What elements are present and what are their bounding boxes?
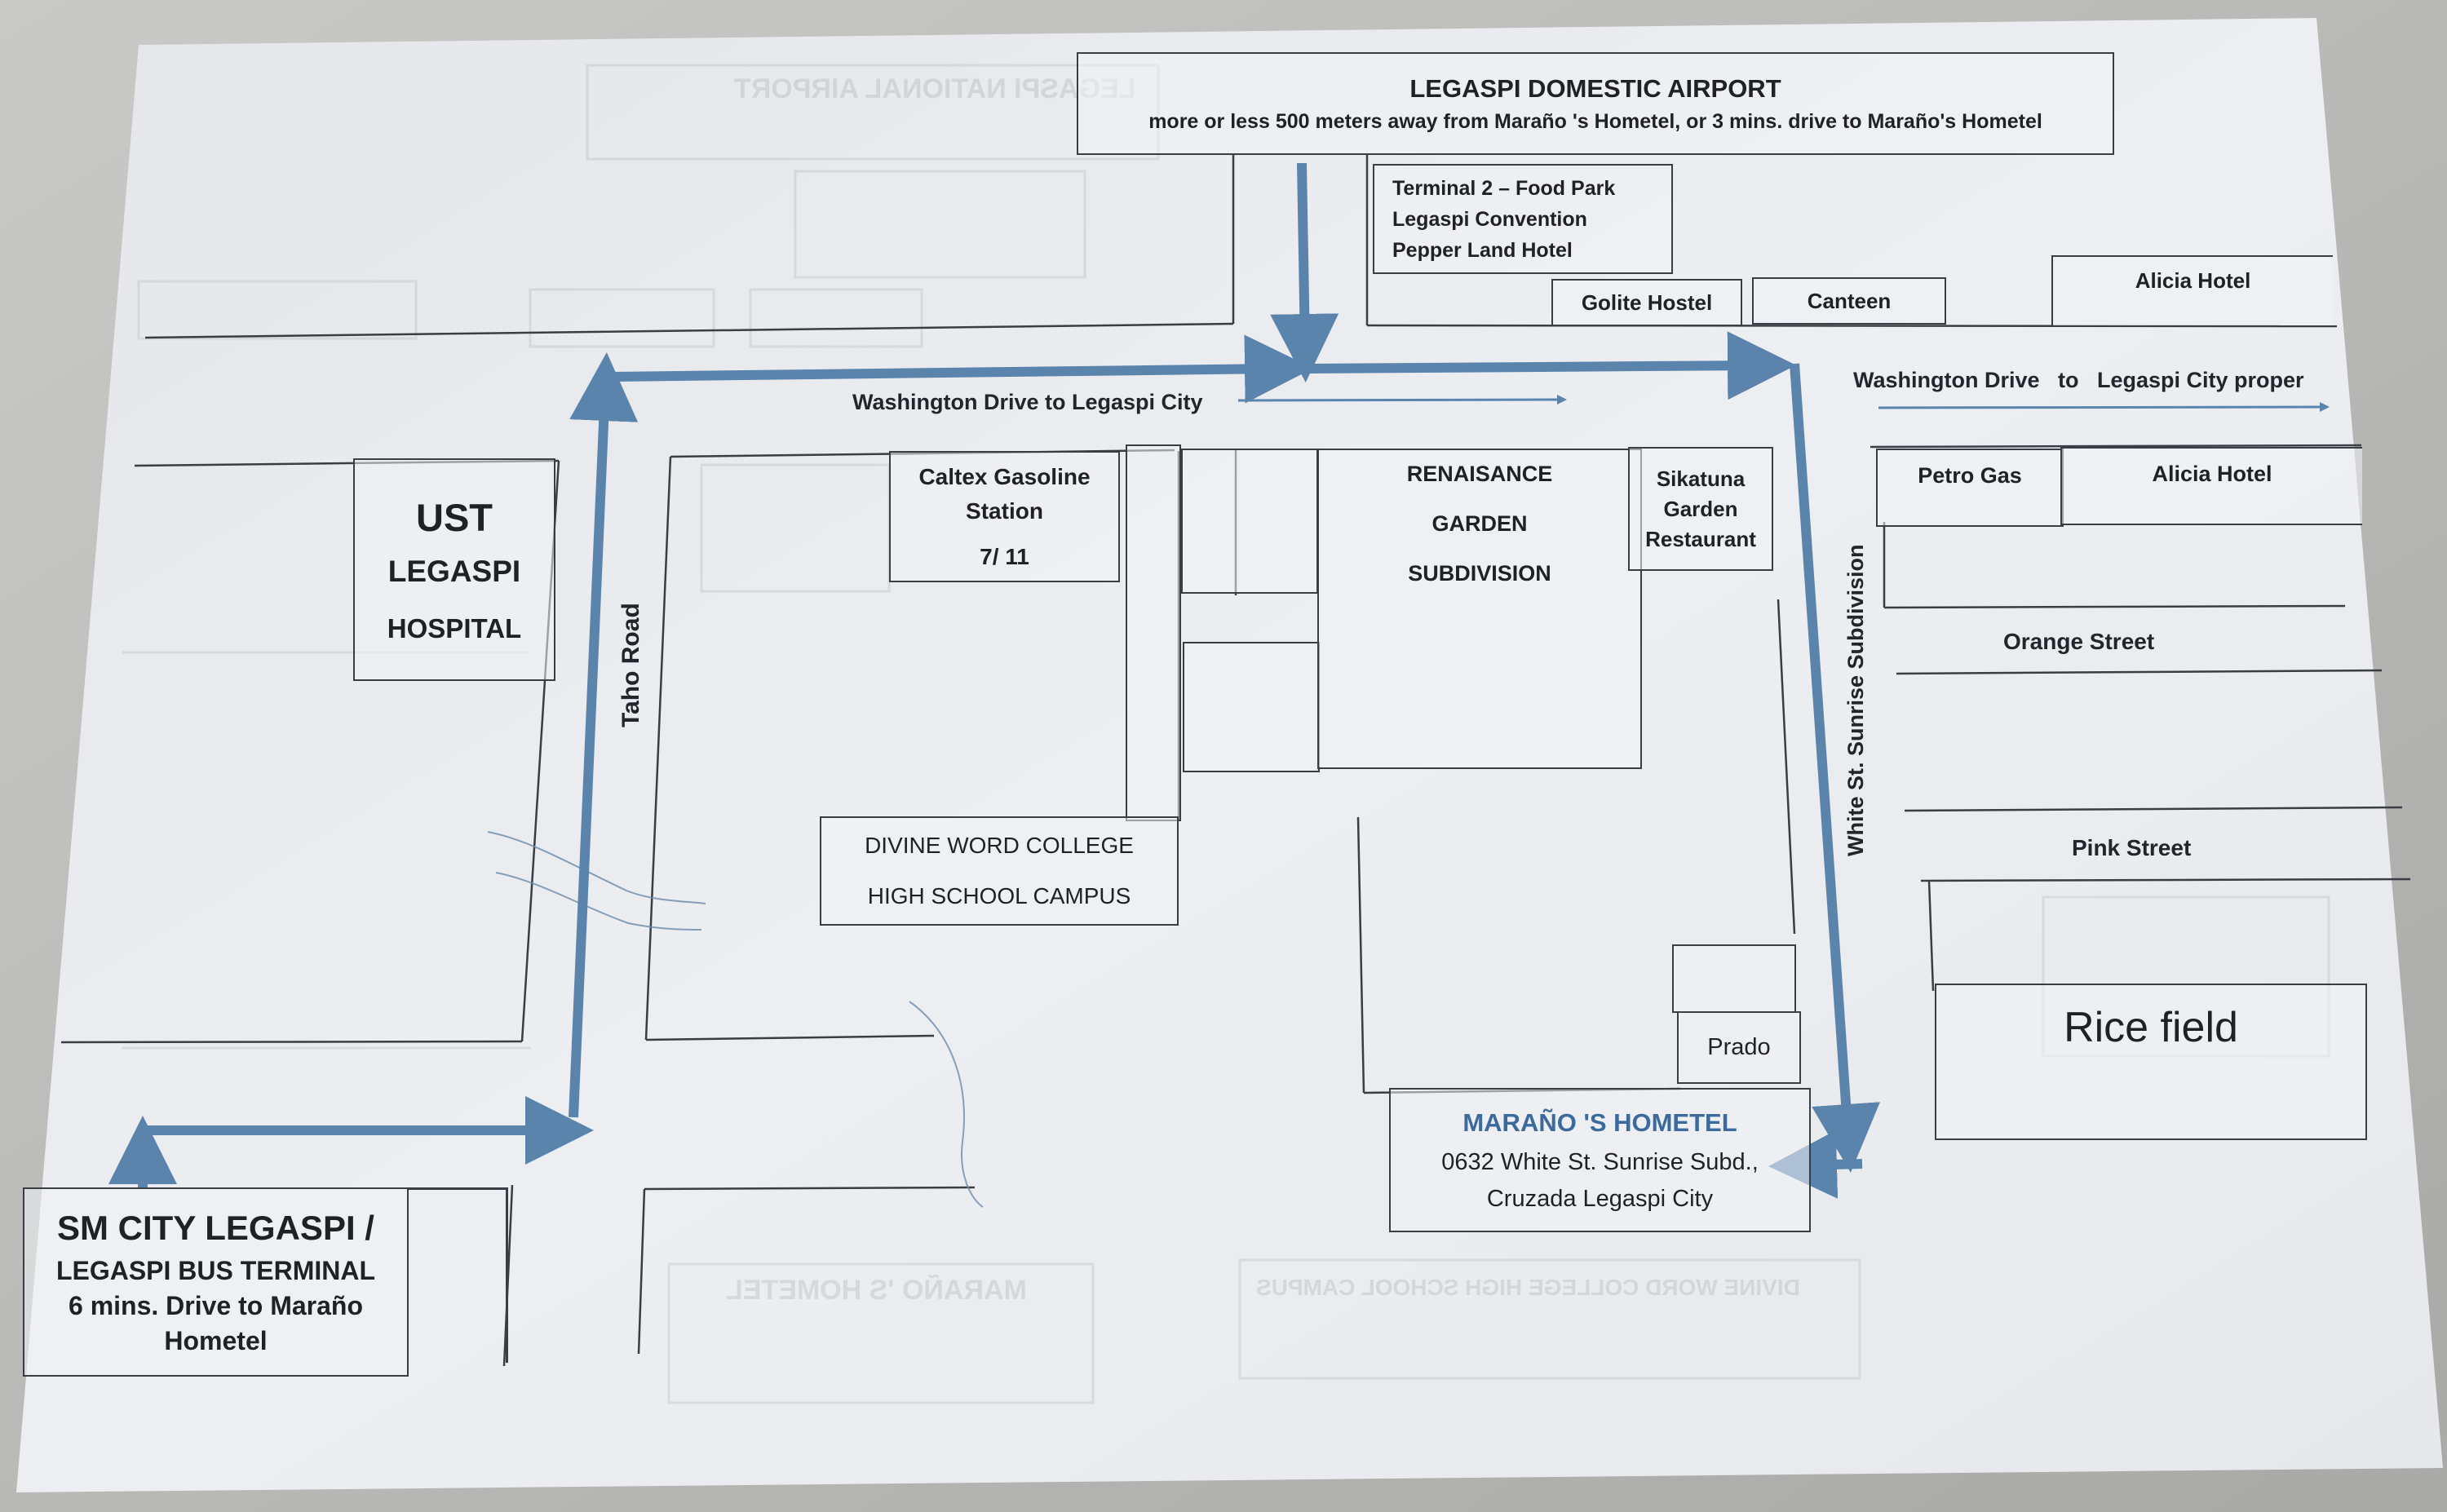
ghost-hometel-text: MARAÑO 'S HOMETEL [726, 1275, 1027, 1306]
hometel-address-1: 0632 White St. Sunrise Subd., [1441, 1148, 1759, 1175]
renaisance-garden-box: RENAISANCE GARDEN SUBDIVISION [1317, 449, 1642, 769]
alicia-hotel-right-box: Alicia Hotel [2060, 447, 2362, 525]
renaisance-line-3: SUBDIVISION [1408, 561, 1551, 586]
divine-line-2: HIGH SCHOOL CAMPUS [867, 883, 1131, 909]
sm-line-2: LEGASPI BUS TERMINAL [55, 1255, 376, 1285]
hometel-title: MARAÑO 'S HOMETEL [1462, 1107, 1737, 1137]
alicia-hotel-top-label: Alicia Hotel [2135, 268, 2251, 293]
golite-hostel-box: Golite Hostel [1551, 279, 1742, 326]
prado-upper-box [1672, 944, 1796, 1013]
sm-line-4: Hometel [164, 1325, 268, 1355]
airport-title: LEGASPI DOMESTIC AIRPORT [1409, 73, 1781, 103]
terminal-line-1: Terminal 2 – Food Park [1392, 176, 1616, 200]
petro-gas-label: Petro Gas [1918, 463, 2022, 488]
hometel-address-2: Cruzada Legaspi City [1486, 1185, 1714, 1212]
sm-line-3: 6 mins. Drive to Maraño [69, 1290, 363, 1320]
divine-line-1: DIVINE WORD COLLEGE [865, 833, 1134, 858]
block-lower [1183, 642, 1320, 772]
sikatuna-line-3: Restaurant [1645, 526, 1756, 551]
sikatuna-restaurant-box: Sikatuna Garden Restaurant [1628, 447, 1773, 571]
terminal-line-3: Pepper Land Hotel [1392, 238, 1573, 262]
sm-city-top-line [408, 1187, 507, 1190]
washington-drive-right-label: Washington Drive to Legaspi City proper [1853, 368, 2304, 392]
prado-box: Prado [1677, 1011, 1801, 1084]
golite-hostel-label: Golite Hostel [1581, 290, 1713, 315]
rice-field-box: Rice field [1935, 984, 2367, 1140]
renaisance-line-1: RENAISANCE [1406, 462, 1553, 486]
divine-word-college-box: DIVINE WORD COLLEGE HIGH SCHOOL CAMPUS [820, 816, 1179, 926]
canteen-box: Canteen [1752, 277, 1946, 325]
caltex-line-2: Station [966, 497, 1043, 524]
washington-drive-left-label: Washington Drive to Legaspi City [852, 390, 1203, 414]
caltex-station-box: Caltex Gasoline Station 7/ 11 [889, 451, 1120, 582]
ust-line-2: LEGASPI [387, 555, 521, 588]
alicia-hotel-top-box: Alicia Hotel [2051, 255, 2333, 327]
sm-line-1: SM CITY LEGASPI / [57, 1208, 374, 1247]
terminal-box: Terminal 2 – Food Park Legaspi Conventio… [1373, 164, 1673, 274]
ghost-divine-text: DIVINE WORD COLLEGE HIGH SCHOOL CAMPUS [1256, 1275, 1800, 1300]
sikatuna-line-2: Garden [1663, 496, 1738, 521]
block-strip [1126, 444, 1181, 821]
airport-subtitle: more or less 500 meters away from Maraño… [1148, 109, 2042, 133]
sm-city-side-line [506, 1187, 508, 1363]
ust-line-3: HOSPITAL [387, 613, 522, 643]
sm-city-box: SM CITY LEGASPI / LEGASPI BUS TERMINAL 6… [23, 1187, 409, 1377]
orange-street-label: Orange Street [2003, 629, 2155, 654]
sikatuna-line-1: Sikatuna [1656, 466, 1746, 491]
block-upper [1181, 449, 1318, 594]
rice-field-label: Rice field [2064, 1004, 2238, 1051]
alicia-hotel-right-label: Alicia Hotel [2152, 462, 2272, 486]
ust-legaspi-hospital-box: UST LEGASPI HOSPITAL [353, 458, 555, 681]
caltex-line-1: Caltex Gasoline [918, 463, 1091, 489]
caltex-line-3: 7/ 11 [980, 543, 1029, 569]
white-st-label: White St. Sunrise Subdivision [1843, 544, 1868, 856]
renaisance-line-2: GARDEN [1431, 511, 1528, 536]
canteen-label: Canteen [1807, 288, 1892, 313]
prado-label: Prado [1707, 1034, 1771, 1060]
ust-line-1: UST [416, 496, 493, 539]
pink-street-label: Pink Street [2072, 835, 2192, 860]
taho-road-label: Taho Road [617, 603, 644, 727]
terminal-line-2: Legaspi Convention [1392, 207, 1587, 231]
airport-box: LEGASPI DOMESTIC AIRPORT more or less 50… [1077, 52, 2114, 155]
hometel-box: MARAÑO 'S HOMETEL 0632 White St. Sunrise… [1389, 1088, 1811, 1232]
ghost-airport-text: LEGASPI NATIONAL AIRPORT [734, 73, 1136, 104]
petro-gas-box: Petro Gas [1876, 449, 2064, 527]
